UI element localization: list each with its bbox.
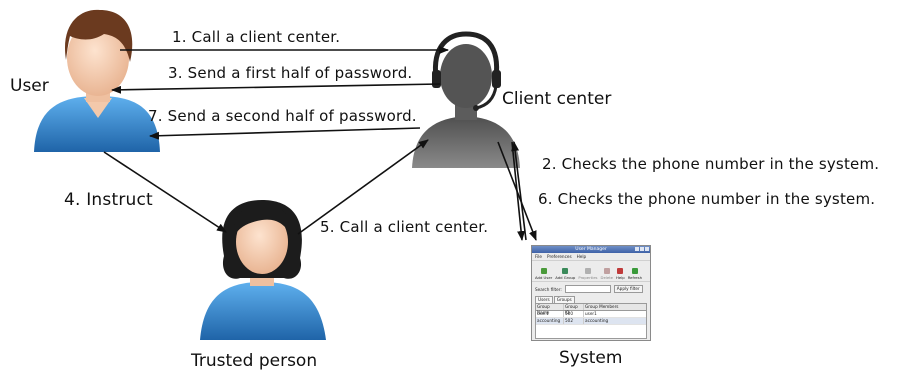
arrow-3: [111, 83, 441, 94]
add-group-tool: Add Group: [555, 268, 575, 280]
properties-icon: [584, 268, 591, 274]
tab-groups: Groups: [553, 296, 575, 303]
menu-file: File: [535, 254, 543, 259]
close-icon: [645, 247, 649, 251]
add-user-icon: [540, 268, 547, 274]
table-row: accounting 502 accounting: [536, 318, 646, 325]
system-window-title: User Manager: [575, 247, 607, 252]
menu-preferences: Preferences: [547, 254, 572, 259]
delete-tool: Delete: [601, 268, 613, 280]
system-window-search: Search filter: Apply filter: [532, 284, 650, 294]
system-window-tabs: Users Groups: [532, 294, 650, 303]
delete-icon: [603, 268, 610, 274]
arrows: [103, 46, 537, 241]
arrow-5: [297, 139, 429, 235]
menu-help: Help: [576, 254, 587, 259]
edge-label-3: 3. Send a first half of password.: [168, 64, 413, 82]
user-avatar-icon: [34, 9, 160, 152]
help-icon: [617, 268, 624, 274]
add-user-tool: Add User: [535, 268, 552, 280]
arrow-6: [511, 141, 527, 241]
edge-label-4: 4. Instruct: [64, 190, 153, 210]
trusted-person-avatar-icon: [200, 200, 326, 340]
search-filter-input: [564, 285, 611, 293]
edge-label-7: 7. Send a second half of password.: [148, 107, 417, 125]
edge-label-1: 1. Call a client center.: [172, 28, 341, 46]
client-center-label: Client center: [502, 89, 612, 109]
window-controls: [635, 247, 649, 251]
edge-label-6: 6. Checks the phone number in the system…: [538, 190, 876, 208]
arrow-4: [103, 151, 227, 233]
trusted-person-label: Trusted person: [191, 351, 318, 371]
search-filter-label: Search filter:: [535, 286, 562, 292]
minimize-icon: [635, 247, 639, 251]
tab-users: Users: [535, 296, 553, 303]
system-window-icon: User Manager File Preferences Help Add U…: [531, 245, 651, 341]
edge-label-2: 2. Checks the phone number in the system…: [542, 155, 880, 173]
client-center-headset-icon: [412, 31, 520, 168]
apply-filter-button: Apply filter: [613, 285, 643, 293]
help-tool: Help: [616, 268, 625, 280]
arrow-6b: [511, 141, 526, 241]
system-window-titlebar: User Manager: [532, 246, 650, 253]
system-window-menu: File Preferences Help: [532, 253, 650, 261]
arrow-7: [149, 127, 421, 140]
table-row: user1 500 user1: [536, 311, 646, 318]
maximize-icon: [640, 247, 644, 251]
system-label: System: [559, 348, 623, 368]
system-window-table: Group Name Group ID Group Members user1 …: [535, 303, 647, 339]
add-group-icon: [562, 268, 569, 274]
system-window-toolbar: Add User Add Group Properties Delete Hel…: [532, 261, 650, 282]
refresh-tool: Refresh: [628, 268, 642, 280]
refresh-icon: [631, 268, 638, 274]
user-label: User: [10, 76, 49, 96]
edge-label-5: 5. Call a client center.: [320, 218, 489, 236]
properties-tool: Properties: [578, 268, 598, 280]
table-header: Group Name Group ID Group Members: [536, 304, 646, 315]
